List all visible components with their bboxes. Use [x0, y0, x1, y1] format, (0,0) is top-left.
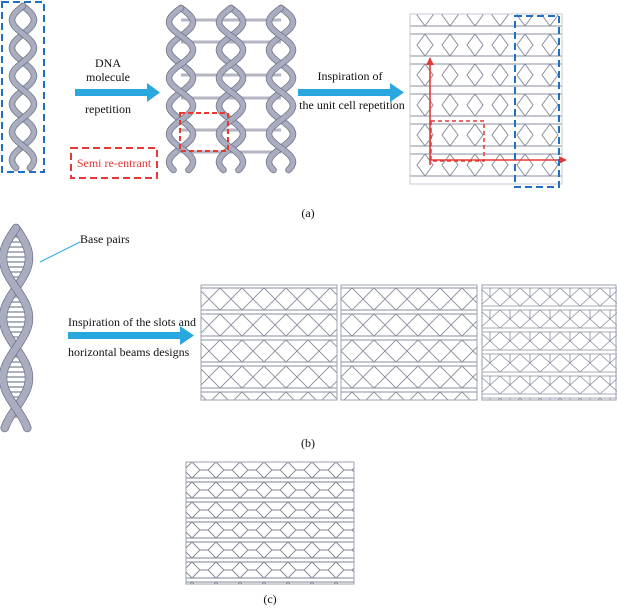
caption-c: (c) [263, 592, 276, 606]
semi-reentrant-highlight-box [179, 112, 229, 152]
inspiration-of-label: Inspiration of [318, 69, 383, 83]
unit-cell-red-box [430, 120, 485, 162]
base-pairs-pointer [39, 241, 81, 263]
dna-label: DNA [95, 56, 121, 70]
molecule-label: molecule [86, 70, 130, 84]
helix-strand [0, 224, 33, 432]
caption-a: (a) [301, 206, 314, 220]
helix-strand [9, 3, 37, 171]
repeated-dna-helices [165, 4, 297, 174]
lattice-design-2 [340, 284, 478, 401]
helix-strand [216, 5, 246, 173]
helix-strand [0, 224, 33, 432]
beams-design-label: horizontal beams designs [68, 345, 190, 359]
helix-strand [266, 5, 296, 173]
unit-cell-repetition-label: the unit cell repetition [299, 98, 405, 112]
caption-b: (b) [301, 436, 315, 450]
final-lattice [185, 461, 355, 585]
arrow-slots-beams [68, 326, 194, 345]
lattice-design-1 [200, 284, 338, 401]
blue-dashed-box-left [1, 1, 45, 173]
lattice-design-3 [481, 284, 617, 401]
unit-cell-lattice [409, 13, 567, 188]
panel-a: DNA molecule repetition Semi re-entrant … [1, 1, 567, 220]
dna-helix-with-base-pairs [0, 223, 34, 433]
arrow-dna-repetition [75, 83, 160, 102]
blue-dashed-box-right [514, 15, 560, 188]
base-pairs-label: Base pairs [80, 232, 130, 246]
repetition-label: repetition [85, 102, 131, 116]
slots-design-label: Inspiration of the slots and [68, 315, 196, 329]
semi-reentrant-label: Semi re-entrant [77, 156, 152, 170]
semi-reentrant-label-box [70, 147, 158, 179]
arrow-unit-cell-repetition [298, 83, 404, 102]
panel-c: (c) [185, 461, 355, 606]
panel-b: Base pairs Inspiration of the slots and … [0, 223, 617, 450]
helix-strand [166, 5, 196, 173]
single-dna-helix [8, 2, 38, 172]
